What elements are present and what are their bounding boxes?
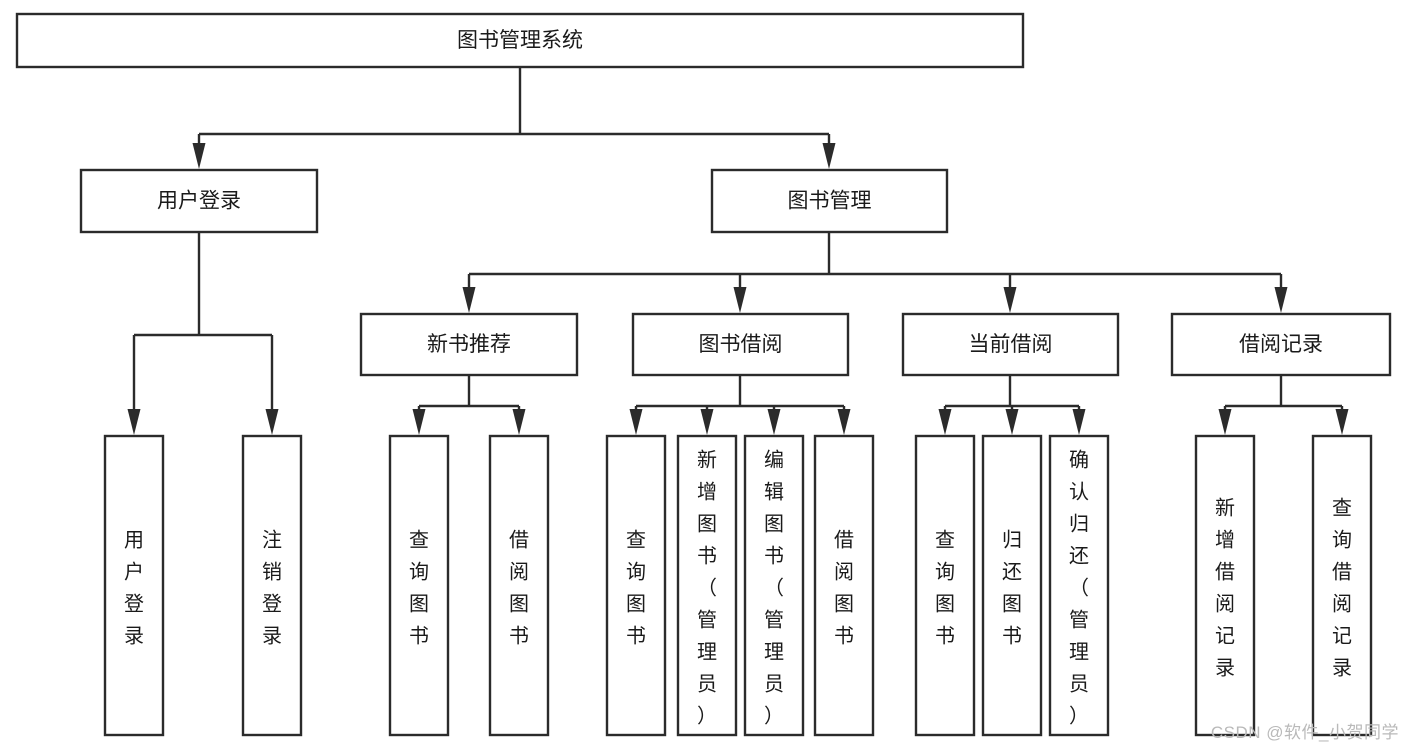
node-leaf-query-book-current[interactable]: 查询图书: [914, 434, 976, 737]
edge-arrowhead-icon: [192, 143, 206, 169]
node-leaf-add-book[interactable]: 新增图书（管理员）: [676, 434, 738, 737]
node-label: 借阅图书: [834, 528, 854, 647]
node-leaf-borrow-book[interactable]: 借阅图书: [813, 434, 875, 737]
node-label: 注销登录: [262, 528, 282, 647]
node-label: 当前借阅: [969, 333, 1053, 356]
node-leaf-add-record[interactable]: 新增借阅记录: [1194, 434, 1256, 737]
edge-arrowhead-icon: [1072, 409, 1086, 435]
node-book-borrow[interactable]: 图书借阅: [631, 312, 850, 377]
node-box[interactable]: [1170, 312, 1392, 377]
node-leaf-user-login[interactable]: 用户登录: [103, 434, 165, 737]
node-box[interactable]: [488, 434, 550, 737]
node-leaf-confirm-return[interactable]: 确认归还（管理员）: [1048, 434, 1110, 737]
node-label: 编辑图书（管理员）: [764, 448, 784, 727]
node-box[interactable]: [743, 434, 805, 737]
node-label: 图书借阅: [699, 333, 783, 356]
edge-arrowhead-icon: [629, 409, 643, 435]
node-label: 用户登录: [124, 529, 144, 647]
node-box[interactable]: [79, 168, 319, 234]
edge-arrowhead-icon: [127, 409, 141, 435]
node-label: 用户登录: [157, 190, 241, 213]
node-box[interactable]: [631, 312, 850, 377]
edge-arrowhead-icon: [822, 143, 836, 169]
node-current-borrow[interactable]: 当前借阅: [901, 312, 1120, 377]
edge-arrowhead-icon: [462, 287, 476, 313]
node-leaf-edit-book[interactable]: 编辑图书（管理员）: [743, 434, 805, 737]
node-leaf-query-record[interactable]: 查询借阅记录: [1311, 434, 1373, 737]
nodes-layer: 图书管理系统用户登录图书管理新书推荐图书借阅当前借阅借阅记录用户登录注销登录查询…: [15, 12, 1392, 737]
node-box[interactable]: [1194, 434, 1256, 737]
edge-arrowhead-icon: [767, 409, 781, 435]
edge-arrowhead-icon: [1335, 409, 1349, 435]
node-root[interactable]: 图书管理系统: [15, 12, 1025, 69]
edge-arrowhead-icon: [733, 287, 747, 313]
edge-group-borrow-record: [1218, 375, 1349, 435]
edge-arrowhead-icon: [1274, 287, 1288, 313]
edges-layer: [127, 67, 1349, 435]
node-book-manage[interactable]: 图书管理: [710, 168, 949, 234]
edge-arrowhead-icon: [412, 409, 426, 435]
edge-arrowhead-icon: [700, 409, 714, 435]
node-label: 确认归还（管理员）: [1069, 448, 1089, 727]
edge-arrowhead-icon: [265, 409, 279, 435]
node-new-book-rec[interactable]: 新书推荐: [359, 312, 579, 377]
node-label: 借阅记录: [1239, 333, 1323, 356]
node-leaf-return-book[interactable]: 归还图书: [981, 434, 1043, 737]
edge-arrowhead-icon: [1218, 409, 1232, 435]
node-box[interactable]: [388, 434, 450, 737]
edge-arrowhead-icon: [837, 409, 851, 435]
node-box[interactable]: [1048, 434, 1110, 737]
node-label: 查询图书: [626, 528, 646, 647]
node-box[interactable]: [605, 434, 667, 737]
node-box[interactable]: [901, 312, 1120, 377]
node-label: 图书管理: [788, 190, 872, 213]
node-leaf-user-logout[interactable]: 注销登录: [241, 434, 303, 737]
node-box[interactable]: [15, 12, 1025, 69]
node-leaf-query-book-borrow[interactable]: 查询图书: [605, 434, 667, 737]
node-box[interactable]: [676, 434, 738, 737]
node-box[interactable]: [710, 168, 949, 234]
edge-group-user-login: [127, 232, 279, 435]
edge-group-book-borrow: [629, 375, 851, 435]
node-label: 查询图书: [935, 528, 955, 647]
node-borrow-record[interactable]: 借阅记录: [1170, 312, 1392, 377]
node-label: 借阅图书: [509, 528, 529, 647]
node-label: 查询图书: [409, 528, 429, 647]
edge-arrowhead-icon: [1003, 287, 1017, 313]
node-box[interactable]: [359, 312, 579, 377]
edge-arrowhead-icon: [512, 409, 526, 435]
edge-group-new-book-rec: [412, 375, 526, 435]
node-label: 新书推荐: [427, 333, 511, 356]
node-leaf-borrow-book-rec[interactable]: 借阅图书: [488, 434, 550, 737]
edge-group-book-manage: [462, 232, 1288, 313]
node-box[interactable]: [1311, 434, 1373, 737]
edge-group-root: [192, 67, 836, 169]
node-label: 归还图书: [1002, 528, 1022, 647]
node-box[interactable]: [241, 434, 303, 737]
node-label: 查询借阅记录: [1332, 496, 1352, 679]
node-user-login[interactable]: 用户登录: [79, 168, 319, 234]
node-box[interactable]: [813, 434, 875, 737]
node-label: 新增图书（管理员）: [697, 448, 717, 727]
edge-arrowhead-icon: [1005, 409, 1019, 435]
node-box[interactable]: [981, 434, 1043, 737]
node-box[interactable]: [914, 434, 976, 737]
node-box[interactable]: [103, 434, 165, 737]
edge-arrowhead-icon: [938, 409, 952, 435]
node-label: 图书管理系统: [457, 29, 583, 52]
edge-group-current-borrow: [938, 375, 1086, 435]
node-label: 新增借阅记录: [1215, 496, 1235, 679]
node-leaf-query-book-rec[interactable]: 查询图书: [388, 434, 450, 737]
